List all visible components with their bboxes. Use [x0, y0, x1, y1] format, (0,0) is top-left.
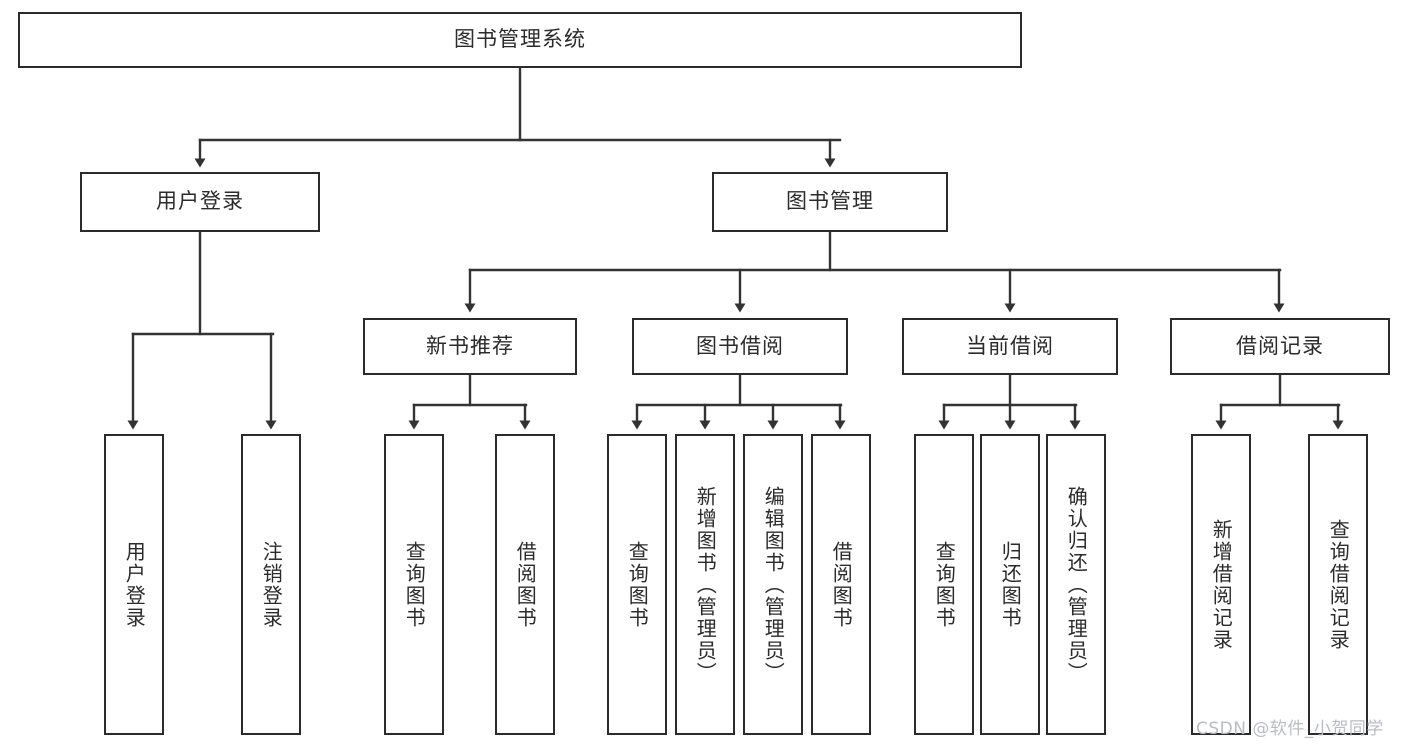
leaf-query-borrow-record[interactable]: 查询借阅记录 — [1308, 434, 1368, 735]
node-label: 当前借阅 — [966, 333, 1054, 358]
node-label: 图书管理系统 — [454, 27, 586, 52]
leaf-query-book-borrow[interactable]: 查询图书 — [607, 434, 667, 735]
leaf-query-book-current[interactable]: 查询图书 — [914, 434, 974, 735]
node-label: 确认归还（管理员） — [1064, 485, 1089, 684]
node-label: 注销登录 — [259, 540, 284, 629]
leaf-borrow-book-rec[interactable]: 借阅图书 — [495, 434, 555, 735]
node-current-borrow[interactable]: 当前借阅 — [902, 318, 1118, 375]
node-root-system[interactable]: 图书管理系统 — [18, 12, 1022, 68]
node-book-borrow[interactable]: 图书借阅 — [632, 318, 848, 375]
node-label: 借阅图书 — [513, 540, 538, 629]
node-label: 图书借阅 — [696, 333, 784, 358]
node-label: 查询借阅记录 — [1326, 518, 1351, 651]
leaf-logout-login[interactable]: 注销登录 — [241, 434, 301, 735]
node-label: 归还图书 — [998, 540, 1023, 629]
node-label: 用户登录 — [156, 189, 244, 214]
node-label: 图书管理 — [786, 189, 874, 214]
leaf-query-book-rec[interactable]: 查询图书 — [384, 434, 444, 735]
node-user-login[interactable]: 用户登录 — [80, 172, 320, 232]
node-label: 新增图书（管理员） — [693, 485, 718, 684]
node-new-book-rec[interactable]: 新书推荐 — [363, 318, 577, 375]
node-borrow-record[interactable]: 借阅记录 — [1170, 318, 1390, 375]
node-label: 用户登录 — [122, 540, 147, 629]
leaf-edit-book-admin[interactable]: 编辑图书（管理员） — [743, 434, 803, 735]
node-label: 借阅记录 — [1236, 333, 1324, 358]
leaf-add-borrow-record[interactable]: 新增借阅记录 — [1191, 434, 1251, 735]
node-label: 编辑图书（管理员） — [761, 485, 786, 684]
node-book-manage[interactable]: 图书管理 — [712, 172, 948, 232]
node-label: 新书推荐 — [426, 333, 514, 358]
leaf-confirm-return-admin[interactable]: 确认归还（管理员） — [1046, 434, 1106, 735]
leaf-add-book-admin[interactable]: 新增图书（管理员） — [675, 434, 735, 735]
node-label: 查询图书 — [402, 540, 427, 629]
leaf-borrow-book[interactable]: 借阅图书 — [811, 434, 871, 735]
node-label: 查询图书 — [625, 540, 650, 629]
node-label: 新增借阅记录 — [1209, 518, 1234, 651]
leaf-return-book[interactable]: 归还图书 — [980, 434, 1040, 735]
node-label: 查询图书 — [932, 540, 957, 629]
leaf-user-login[interactable]: 用户登录 — [104, 434, 164, 735]
node-label: 借阅图书 — [829, 540, 854, 629]
